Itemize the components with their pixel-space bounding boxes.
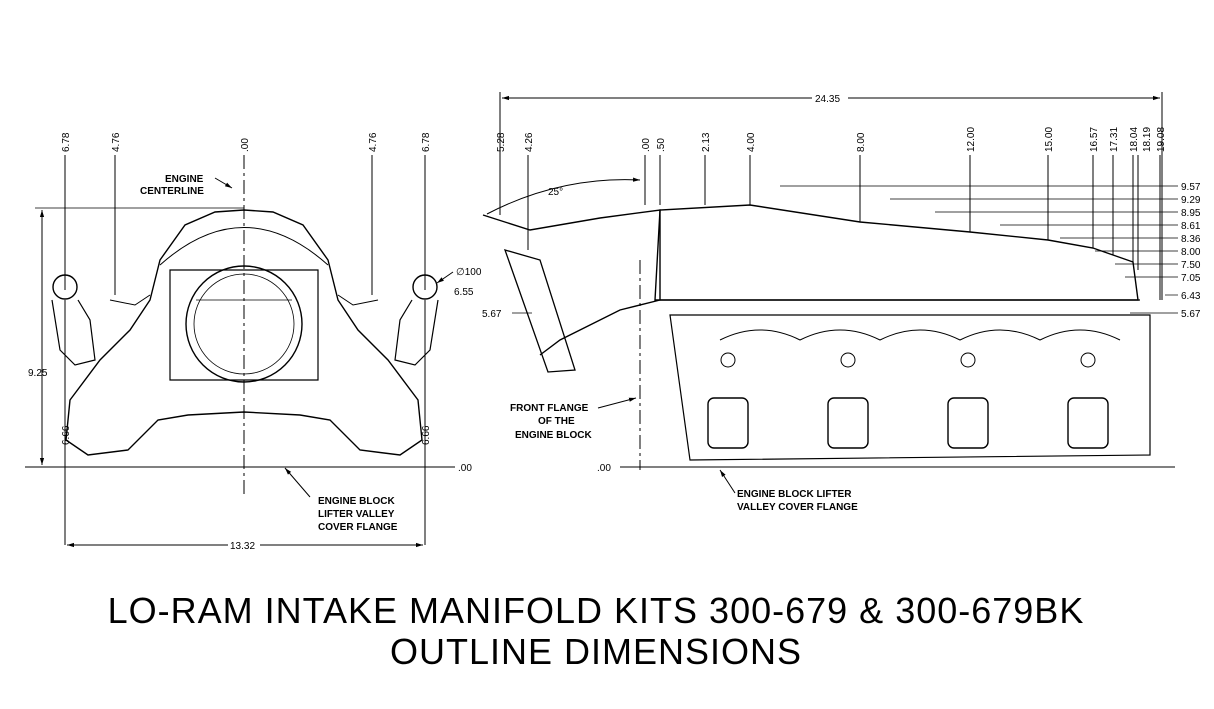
title-block: LO-RAM INTAKE MANIFOLD KITS 300-679 & 30… (108, 590, 1085, 672)
plenum-side-outline (654, 204, 1139, 301)
side-right-dim-8: 7.05 (1181, 273, 1201, 284)
throttle-bore-inner (193, 273, 295, 375)
dim-bolt-height-left: 6.66 (61, 425, 72, 445)
note-flange-1: ENGINE BLOCK (318, 496, 395, 507)
side-right-dim-7: 7.50 (1181, 260, 1201, 271)
side-baseline-label: .00 (597, 463, 611, 474)
note-front-flange-2: OF THE (538, 416, 575, 427)
title-line-1: LO-RAM INTAKE MANIFOLD KITS 300-679 & 30… (108, 590, 1085, 631)
note-flange-2: LIFTER VALLEY (318, 509, 395, 520)
side-top-dim-5: 2.13 (701, 132, 712, 152)
lower-manifold (669, 314, 1151, 461)
intake-port-3 (947, 397, 989, 449)
intake-port-2 (827, 397, 869, 449)
front-view-labels: 6.78 4.76 .00 4.76 6.78 ENGINE CENTERLIN… (28, 132, 482, 552)
intake-port-1 (707, 397, 749, 449)
leader-centerline (214, 177, 233, 189)
front-dim-3: .00 (240, 138, 251, 152)
side-top-dim-14: 19.08 (1156, 127, 1167, 152)
bolt-3 (960, 352, 976, 368)
side-left-height: 5.67 (482, 309, 502, 320)
side-right-dim-1: 9.57 (1181, 182, 1201, 193)
side-right-dim-4: 8.61 (1181, 221, 1201, 232)
note-lifter-2: VALLEY COVER FLANGE (737, 502, 858, 513)
throttle-body-flange (169, 269, 319, 381)
side-top-dim-11: 17.31 (1109, 127, 1120, 152)
injector-bracket-right (394, 299, 439, 366)
note-centerline-1: ENGINE (165, 174, 204, 185)
front-dim-4: 4.76 (368, 132, 379, 152)
fuel-port-left (52, 274, 78, 300)
side-top-dim-10: 16.57 (1089, 127, 1100, 152)
front-dim-2: 4.76 (111, 132, 122, 152)
title-line-2: OUTLINE DIMENSIONS (390, 631, 802, 672)
dim-width: 13.32 (230, 541, 255, 552)
dim-port-height: 6.55 (454, 287, 474, 298)
flange-left (109, 294, 151, 306)
side-top-dim-6: 4.00 (746, 132, 757, 152)
front-dim-5: 6.78 (421, 132, 432, 152)
injector-bracket-left (51, 299, 96, 366)
leader-port (436, 271, 454, 284)
side-top-dim-7: 8.00 (856, 132, 867, 152)
bolt-1 (720, 352, 736, 368)
note-flange-3: COVER FLANGE (318, 522, 398, 533)
throttle-flange-side (503, 249, 576, 373)
runner-curves (719, 329, 1121, 341)
plenum-top (159, 227, 329, 266)
side-right-dim-3: 8.95 (1181, 208, 1201, 219)
side-top-dim-3: .00 (641, 138, 652, 152)
angle-arc (486, 177, 641, 215)
bolt-4 (1080, 352, 1096, 368)
side-top-dim-8: 12.00 (966, 127, 977, 152)
intake-port-4 (1067, 397, 1109, 449)
side-view-labels: 24.35 5.28 4.26 .00 .50 2.13 4.00 8.00 1… (482, 91, 1201, 513)
side-top-dim-2: 4.26 (524, 132, 535, 152)
side-right-dim-6: 8.00 (1181, 247, 1201, 258)
leader-lifter (719, 469, 736, 494)
side-top-dim-1: 5.28 (496, 132, 507, 152)
bolt-2 (840, 352, 856, 368)
front-baseline-label: .00 (458, 463, 472, 474)
leader-flange (284, 467, 311, 498)
side-right-dim-5: 8.36 (1181, 234, 1201, 245)
dim-port-diameter: ∅100 (456, 267, 482, 278)
inlet-runner (482, 209, 661, 356)
front-view (25, 155, 455, 548)
side-top-dim-13: 18.19 (1142, 127, 1153, 152)
side-right-dim-9: 6.43 (1181, 291, 1201, 302)
dim-height-total: 9.25 (28, 368, 48, 379)
fuel-port-right (412, 274, 438, 300)
front-dim-1: 6.78 (61, 132, 72, 152)
dim-bolt-height-right: 6.66 (421, 425, 432, 445)
note-centerline-2: CENTERLINE (140, 186, 204, 197)
side-top-dim-9: 15.00 (1044, 127, 1055, 152)
dim-width-bg (228, 538, 260, 552)
manifold-front-outline (65, 209, 423, 456)
note-front-flange-1: FRONT FLANGE (510, 403, 589, 414)
overall-length-bg (812, 91, 848, 105)
side-top-dim-4: .50 (656, 138, 667, 152)
throttle-bore (185, 265, 303, 383)
flange-right (337, 294, 379, 306)
leader-front-flange (597, 397, 637, 409)
side-right-dim-10: 5.67 (1181, 309, 1201, 320)
angle-label: 25° (548, 187, 563, 198)
note-lifter-1: ENGINE BLOCK LIFTER (737, 489, 852, 500)
dim-overall-length-label: 24.35 (815, 94, 840, 105)
side-right-dim-2: 9.29 (1181, 195, 1201, 206)
side-top-dim-12: 18.04 (1129, 127, 1140, 152)
note-front-flange-3: ENGINE BLOCK (515, 430, 592, 441)
